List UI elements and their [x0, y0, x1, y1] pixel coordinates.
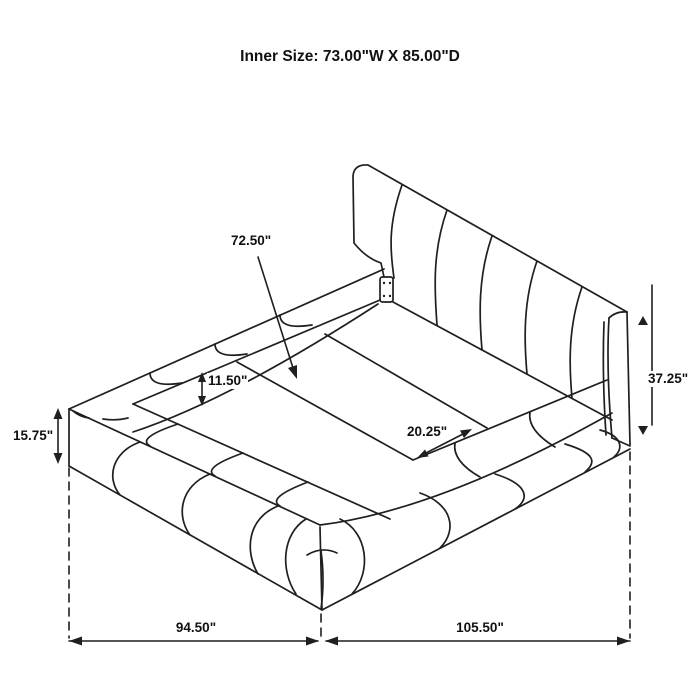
extension-lines — [68, 451, 631, 639]
headboard — [352, 164, 631, 447]
front-right-rail-tufting — [339, 411, 621, 595]
dim-label-94-50: 94.50" — [174, 620, 218, 636]
front-left-rail-tufting — [111, 423, 309, 595]
corner-seam-details — [72, 410, 338, 610]
dim-37-25-line — [638, 284, 653, 435]
dim-11-50-arrow — [198, 372, 206, 406]
dim-20-25-arrow — [417, 429, 472, 458]
dim-label-105-50: 105.50" — [455, 620, 505, 636]
left-rail-tufting — [149, 314, 313, 386]
dim-label-20-25: 20.25" — [406, 424, 449, 440]
dim-15-75-arrow — [53, 408, 63, 464]
dim-label-15-75: 15.75" — [12, 428, 55, 444]
headboard-tufting-seams — [390, 184, 583, 399]
diagram-title: Inner Size: 73.00"W X 85.00"D — [240, 48, 460, 65]
dim-label-11-50: 11.50" — [207, 373, 249, 389]
bed-frame — [68, 268, 631, 611]
platform-panel-lines — [236, 301, 613, 461]
mounting-bracket — [379, 276, 394, 303]
dim-72-50-arrow — [257, 256, 297, 379]
dim-label-72-50: 72.50" — [230, 233, 273, 249]
dim-94-50-line — [68, 636, 319, 646]
dim-105-50-line — [325, 636, 631, 646]
dimension-annotations — [53, 256, 653, 646]
dim-label-37-25: 37.25" — [647, 371, 690, 387]
